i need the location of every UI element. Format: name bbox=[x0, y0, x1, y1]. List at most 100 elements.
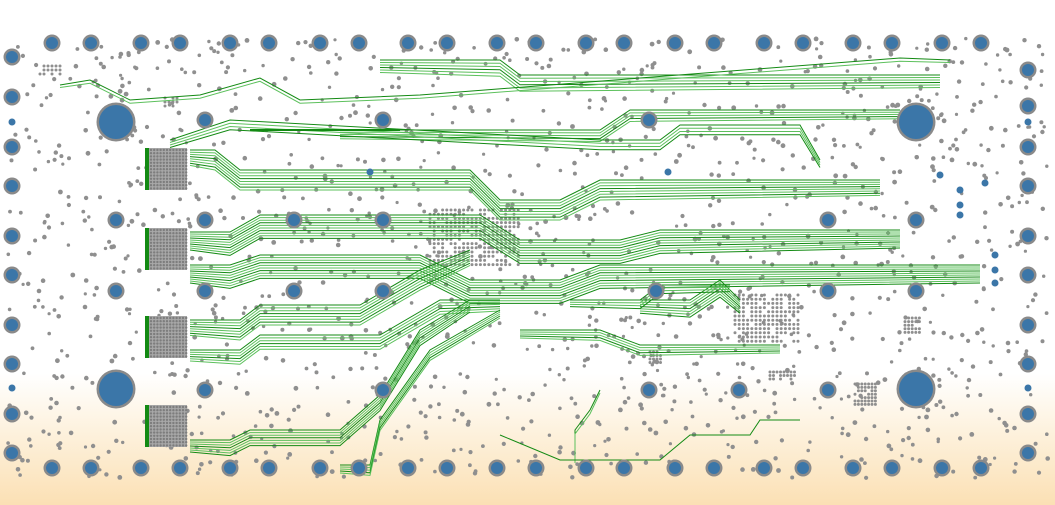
via bbox=[706, 307, 711, 311]
via bbox=[83, 195, 89, 201]
trace bbox=[189, 258, 471, 332]
via bbox=[58, 415, 62, 420]
via bbox=[977, 455, 982, 460]
bga-ball bbox=[149, 171, 153, 174]
via bbox=[593, 444, 597, 448]
bga-ball bbox=[169, 425, 172, 428]
via bbox=[863, 461, 867, 465]
bga-edge-trace bbox=[145, 148, 149, 190]
trace bbox=[189, 235, 901, 262]
via bbox=[573, 401, 578, 406]
trace bbox=[189, 217, 901, 244]
via bbox=[984, 62, 988, 66]
bga-ball bbox=[185, 332, 188, 336]
via bbox=[925, 427, 931, 433]
via bbox=[290, 57, 295, 62]
via bbox=[995, 171, 999, 175]
via bbox=[629, 210, 635, 215]
bga-ball bbox=[185, 152, 188, 155]
via bbox=[929, 204, 935, 210]
bga-ball bbox=[178, 418, 181, 421]
mounting-hole-icon bbox=[288, 285, 300, 297]
via bbox=[470, 242, 474, 246]
bga-ball bbox=[172, 326, 175, 329]
via bbox=[873, 396, 877, 400]
mounting-hole-icon bbox=[441, 462, 453, 474]
via bbox=[737, 322, 741, 326]
via bbox=[954, 137, 958, 142]
via bbox=[13, 132, 18, 137]
via bbox=[372, 353, 377, 357]
via bbox=[853, 392, 857, 396]
via bbox=[726, 305, 730, 309]
via bbox=[534, 231, 539, 236]
trace bbox=[569, 288, 731, 307]
via bbox=[603, 439, 607, 443]
via bbox=[670, 408, 674, 412]
bga-ball bbox=[162, 316, 165, 320]
via bbox=[796, 322, 800, 326]
small-hole-icon bbox=[981, 179, 989, 187]
via bbox=[711, 333, 716, 338]
via bbox=[468, 450, 473, 455]
via bbox=[1015, 340, 1019, 345]
bga-ball bbox=[175, 238, 178, 241]
via bbox=[36, 298, 41, 303]
bga-ball bbox=[185, 339, 188, 342]
via bbox=[530, 391, 535, 397]
via bbox=[495, 143, 499, 148]
bga-ball bbox=[165, 434, 169, 437]
via bbox=[652, 361, 655, 364]
bga-ball bbox=[178, 441, 181, 444]
bga-ball bbox=[165, 323, 169, 326]
via bbox=[767, 322, 771, 326]
via bbox=[517, 395, 522, 400]
bga-ball bbox=[165, 180, 169, 184]
via bbox=[762, 301, 766, 305]
via bbox=[234, 385, 239, 390]
via bbox=[768, 377, 772, 381]
bga-ball bbox=[181, 345, 185, 348]
via bbox=[1040, 339, 1045, 344]
bga-ball bbox=[181, 415, 185, 418]
bga-ball bbox=[185, 235, 188, 238]
bga-ball bbox=[172, 421, 175, 425]
via bbox=[620, 173, 624, 178]
via bbox=[623, 318, 627, 323]
via bbox=[349, 322, 354, 327]
bga-ball bbox=[181, 238, 185, 241]
via bbox=[339, 164, 343, 168]
bga-ball bbox=[149, 421, 153, 425]
trace bbox=[189, 307, 471, 451]
bga-ball bbox=[165, 348, 169, 352]
via bbox=[821, 123, 825, 127]
via bbox=[767, 327, 771, 331]
via bbox=[837, 371, 842, 376]
bga-ball bbox=[153, 254, 156, 257]
via bbox=[856, 389, 860, 393]
via bbox=[160, 214, 165, 219]
via bbox=[923, 356, 928, 361]
via bbox=[209, 46, 214, 51]
via bbox=[919, 98, 924, 103]
bga-ball bbox=[156, 148, 159, 152]
bga-ball bbox=[175, 415, 178, 418]
via bbox=[1013, 462, 1018, 466]
via bbox=[870, 396, 874, 400]
via bbox=[951, 60, 956, 64]
bga-ball bbox=[156, 155, 159, 158]
via bbox=[171, 390, 177, 395]
via bbox=[499, 258, 503, 262]
bga-ball bbox=[149, 180, 153, 184]
via bbox=[772, 377, 775, 381]
via bbox=[465, 422, 471, 427]
via bbox=[504, 263, 508, 267]
bga-ball bbox=[165, 241, 169, 244]
bga-ball bbox=[181, 348, 185, 352]
via bbox=[767, 331, 771, 335]
via bbox=[754, 301, 758, 305]
via bbox=[776, 45, 781, 50]
bga-ball bbox=[169, 342, 172, 345]
via bbox=[286, 456, 290, 460]
trace bbox=[639, 282, 741, 304]
